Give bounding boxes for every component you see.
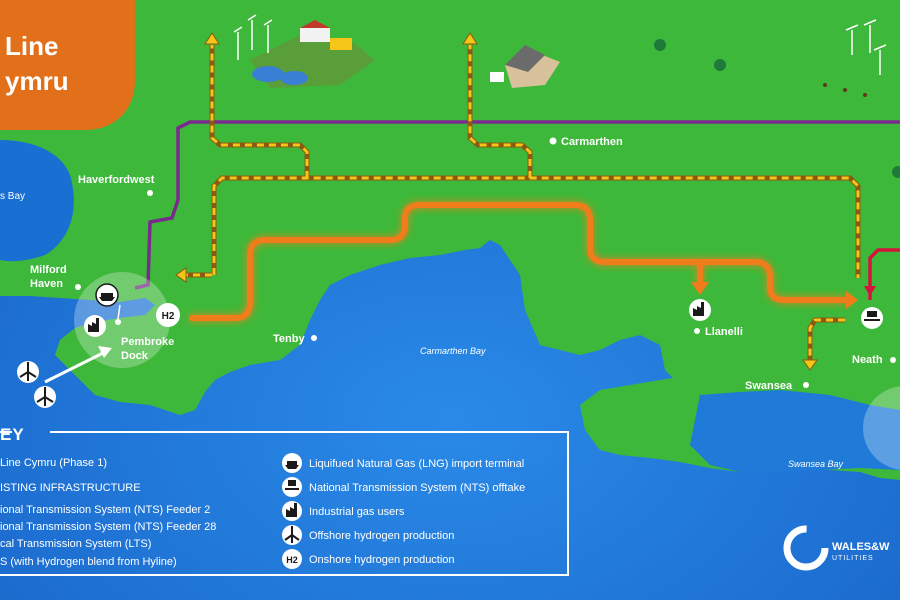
house-illustration (490, 45, 560, 88)
h2-label: H2 (162, 311, 175, 322)
port-talbot-hub (863, 386, 900, 470)
legend: EY Line Cymru (Phase 1) ISTING INFRASTRU… (0, 425, 569, 576)
legend-item-hyline: Line Cymru (Phase 1) (0, 457, 107, 469)
carmarthen-dot (549, 137, 557, 145)
pipeline-nts-feeder (185, 45, 861, 360)
label-llanelli: Llanelli (705, 326, 743, 338)
legend-item-lng: Liquifued Natural Gas (LNG) import termi… (309, 458, 524, 470)
legend-lng-icon (282, 453, 302, 473)
haverfordwest-dot (147, 190, 153, 196)
arrow-hyline-llanelli (691, 282, 709, 295)
label-dock: Dock (121, 350, 149, 362)
label-carmarthen: Carmarthen (561, 136, 623, 148)
lng-terminal-icon (95, 283, 119, 307)
neath-dot (890, 357, 896, 363)
arrow-feeder-swansea (802, 359, 818, 371)
arrow-feeder-milford (175, 267, 187, 283)
legend-offshore-wind-icon (282, 525, 302, 545)
legend-item-industrial: Industrial gas users (309, 506, 405, 518)
nts-offtake-icon (861, 307, 883, 329)
label-pembroke: Pembroke (121, 336, 174, 348)
legend-item-blend: S (with Hydrogen blend from Hyline) (0, 556, 177, 568)
label-milford: Milford (30, 264, 67, 276)
industrial-icon-pembroke (84, 315, 106, 337)
llanelli-dot (694, 328, 700, 334)
arrow-feeder-north-2 (462, 32, 478, 45)
legend-h2-label: H2 (286, 555, 298, 565)
legend-item-offtake: National Transmission System (NTS) offta… (309, 482, 525, 494)
legend-item-feeder2: ional Transmission System (NTS) Feeder 2 (0, 504, 210, 516)
logo-sub: UTILITIES (832, 555, 874, 562)
offshore-wind-icon-1 (17, 361, 39, 383)
title-line1: Line (5, 31, 58, 61)
offshore-wind-icon-2 (34, 386, 56, 408)
arrow-feeder-north-1 (204, 32, 220, 45)
label-haverfordwest: Haverfordwest (78, 174, 155, 186)
legend-industrial-icon (282, 501, 302, 521)
industrial-icon-llanelli (689, 299, 711, 321)
h2-onshore-icon: H2 (156, 303, 180, 327)
swansea-bay-water (690, 390, 900, 472)
legend-item-feeder28: ional Transmission System (NTS) Feeder 2… (0, 521, 216, 533)
farm-illustration (233, 14, 375, 88)
label-swansea: Swansea (745, 380, 793, 392)
legend-title: EY (0, 425, 25, 444)
pipeline-nts-red (868, 248, 900, 300)
arrow-nts-red (864, 286, 876, 296)
wwu-logo: WALES&W UTILITIES (783, 525, 890, 571)
label-tenby: Tenby (273, 333, 305, 345)
pipeline-hyline (189, 202, 853, 321)
label-haven: Haven (30, 278, 63, 290)
offshore-arrow (44, 350, 106, 384)
legend-item-lts: cal Transmission System (LTS) (0, 538, 151, 550)
label-neath: Neath (852, 354, 883, 366)
west-bay (0, 140, 74, 262)
legend-heading-existing: ISTING INFRASTRUCTURE (0, 482, 141, 494)
logo-name: WALES&W (832, 541, 890, 553)
label-bay-fragment: s Bay (0, 191, 25, 202)
title-line2: ymru (5, 66, 69, 96)
title-tab (0, 0, 135, 130)
legend-h2-icon: H2 (282, 549, 302, 569)
legend-item-offshore: Offshore hydrogen production (309, 530, 454, 542)
label-carmarthen-bay: Carmarthen Bay (420, 346, 486, 356)
swansea-dot (803, 382, 809, 388)
tenby-dot (311, 335, 317, 341)
pembroke-dock-dot (115, 319, 121, 325)
arrow-hyline-neath (846, 291, 858, 309)
pipeline-lts (134, 120, 900, 290)
label-swansea-bay: Swansea Bay (788, 459, 844, 469)
windmills-illustration (654, 19, 900, 178)
legend-item-onshore: Onshore hydrogen production (309, 554, 455, 566)
milford-dot (75, 284, 81, 290)
legend-offtake-icon (282, 477, 302, 497)
